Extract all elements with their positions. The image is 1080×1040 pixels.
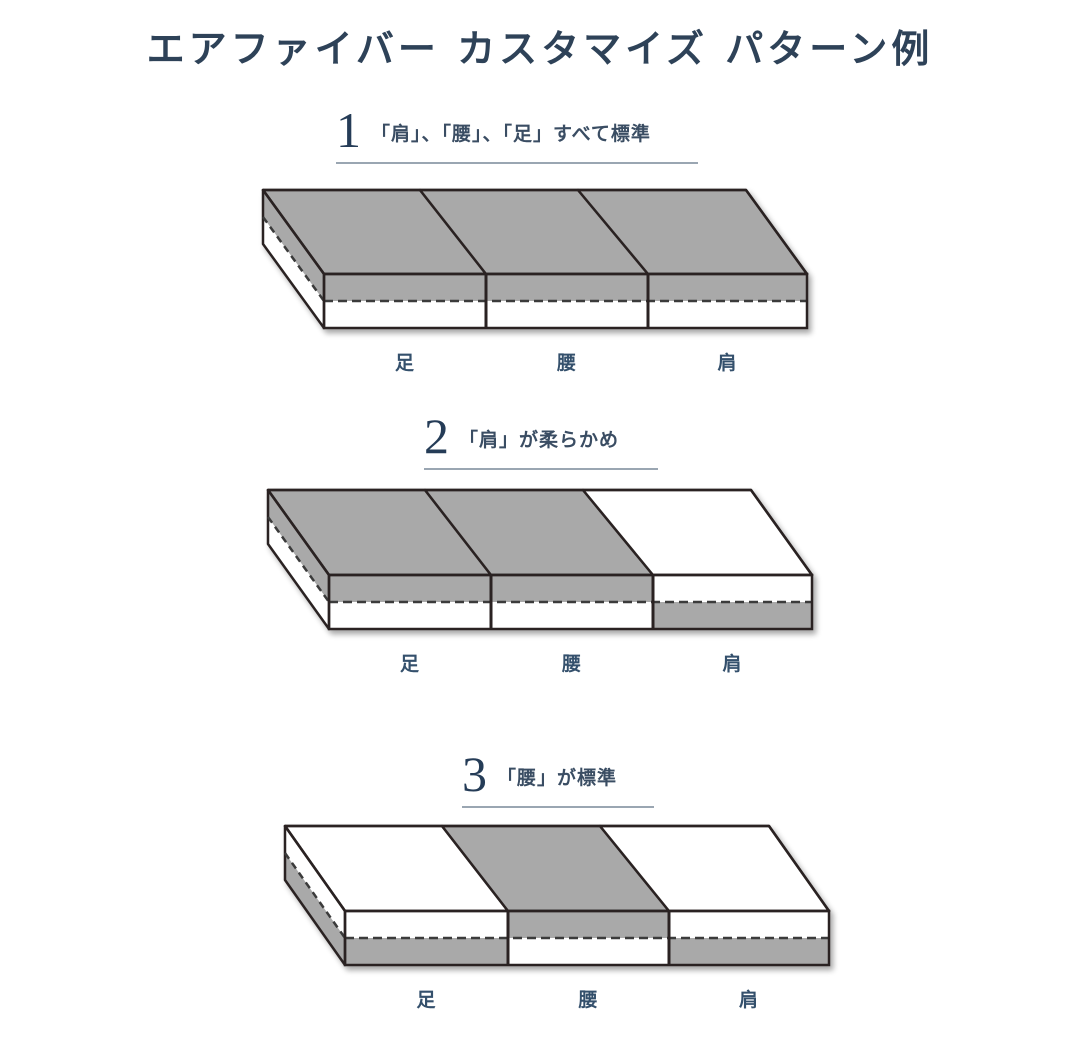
heading-underline [462,806,654,808]
zone-label: 肩 [739,989,759,1011]
front-upper-layer [491,575,653,602]
front-upper-layer [486,274,648,301]
zone-label: 足 [400,653,420,675]
front-lower-layer [508,938,669,965]
pattern-caption: 「肩」、「腰」、「足」すべて標準 [371,123,651,145]
pattern-number: 1 [336,102,361,158]
front-lower-layer [329,602,491,629]
pattern-number: 3 [462,746,487,802]
front-upper-layer [653,575,812,602]
front-lower-layer [669,938,829,965]
pattern-2-heading: 2 「肩」が柔らかめ [424,408,658,470]
zone-label: 足 [395,352,415,374]
pattern-caption: 「肩」が柔らかめ [459,429,620,451]
front-lower-layer [486,301,648,328]
front-upper-layer [329,575,491,602]
zone-label: 肩 [717,352,737,374]
zone-label: 腰 [557,352,577,374]
front-lower-layer [491,602,653,629]
front-upper-layer [648,274,807,301]
heading-underline [336,162,698,164]
mattress-pattern-2 [266,488,814,631]
pattern-1-heading: 1 「肩」、「腰」、「足」すべて標準 [336,102,698,164]
pattern-number: 2 [424,408,449,464]
zone-label: 腰 [562,653,582,675]
mattress-pattern-1 [261,188,809,330]
front-lower-layer [324,301,486,328]
front-upper-layer [508,911,669,938]
front-upper-layer [669,911,829,938]
front-lower-layer [653,602,812,629]
pattern-3-heading: 3 「腰」が標準 [462,746,654,808]
mattress-pattern-3 [283,824,831,967]
front-upper-layer [324,274,486,301]
zone-label: 足 [416,989,436,1011]
heading-underline [424,468,658,470]
pattern-caption: 「腰」が標準 [497,767,618,789]
front-upper-layer [345,911,508,938]
zone-label: 腰 [578,989,598,1011]
front-lower-layer [345,938,508,965]
front-lower-layer [648,301,807,328]
page-title: エアファイバー カスタマイズ パターン例 [146,26,934,71]
zone-label: 肩 [722,653,742,675]
